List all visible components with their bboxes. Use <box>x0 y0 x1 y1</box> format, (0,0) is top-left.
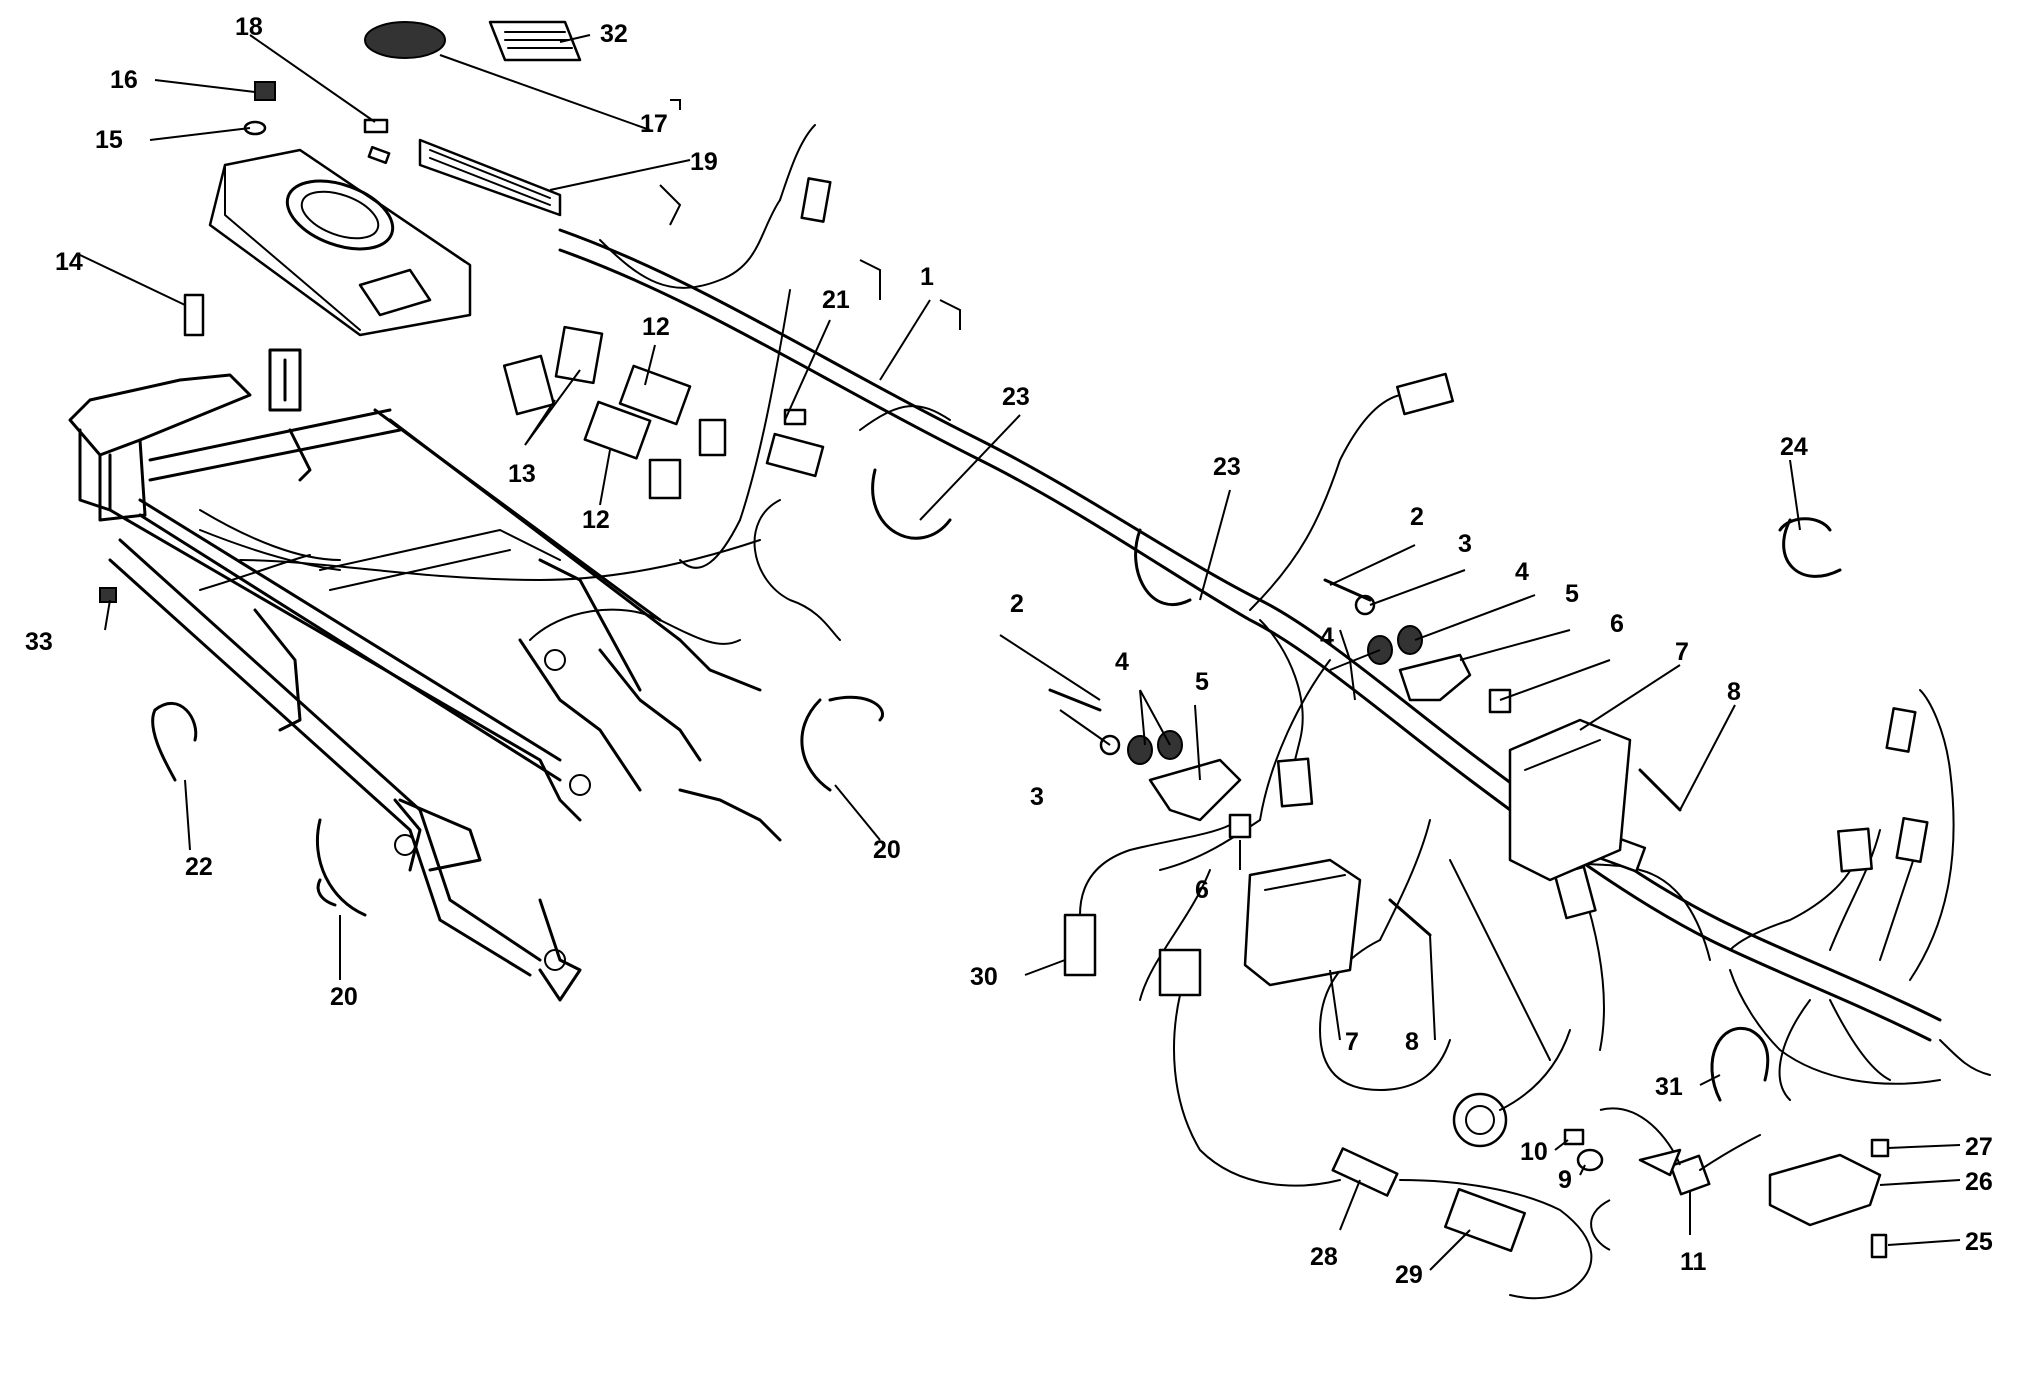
label-10: 10 <box>1520 1138 1548 1166</box>
label-8: 8 <box>1405 1028 1419 1056</box>
label-6: 6 <box>1610 610 1624 638</box>
label-3: 3 <box>1458 530 1472 558</box>
subframe <box>68 348 782 1002</box>
label-17: 17 <box>640 110 668 138</box>
label-33: 33 <box>25 628 53 656</box>
label-21: 21 <box>822 286 850 314</box>
label-32: 32 <box>600 20 628 48</box>
label-2: 2 <box>1010 590 1024 618</box>
label-31: 31 <box>1655 1073 1683 1101</box>
label-30: 30 <box>970 963 998 991</box>
label-4: 4 <box>1515 558 1529 586</box>
label-2: 2 <box>1410 503 1424 531</box>
label-4: 4 <box>1320 623 1334 651</box>
label-16: 16 <box>110 66 138 94</box>
label-6: 6 <box>1195 876 1209 904</box>
label-11: 11 <box>1680 1248 1707 1276</box>
label-5: 5 <box>1565 580 1579 608</box>
label-24: 24 <box>1780 433 1808 461</box>
label-28: 28 <box>1310 1243 1338 1271</box>
label-25: 25 <box>1965 1228 1993 1256</box>
label-12: 12 <box>582 506 610 534</box>
label-3: 3 <box>1030 783 1044 811</box>
label-9: 9 <box>1558 1166 1572 1194</box>
label-8: 8 <box>1727 678 1741 706</box>
label-23: 23 <box>1002 383 1030 411</box>
label-5: 5 <box>1195 668 1209 696</box>
label-23: 23 <box>1213 453 1241 481</box>
label-27: 27 <box>1965 1133 1993 1161</box>
label-19: 19 <box>690 148 718 176</box>
label-15: 15 <box>95 126 123 154</box>
label-20: 20 <box>873 836 901 864</box>
label-7: 7 <box>1675 638 1689 666</box>
label-1: 1 <box>920 263 934 291</box>
label-7: 7 <box>1345 1028 1359 1056</box>
ecu-control-unit <box>208 138 562 337</box>
main-wiring-harness <box>199 124 1991 1300</box>
part-number-labels: 1 2 2 3 3 4 4 4 5 5 6 6 7 7 8 8 9 10 11 … <box>25 13 1993 1289</box>
label-13: 13 <box>508 460 536 488</box>
leader-lines <box>79 34 1961 1271</box>
label-29: 29 <box>1395 1261 1423 1289</box>
label-12: 12 <box>642 313 670 341</box>
label-18: 18 <box>235 13 263 41</box>
label-26: 26 <box>1965 1168 1993 1196</box>
components <box>99 20 1890 1259</box>
label-22: 22 <box>185 853 213 881</box>
label-4: 4 <box>1115 648 1129 676</box>
label-20: 20 <box>330 983 358 1011</box>
label-14: 14 <box>55 248 83 276</box>
